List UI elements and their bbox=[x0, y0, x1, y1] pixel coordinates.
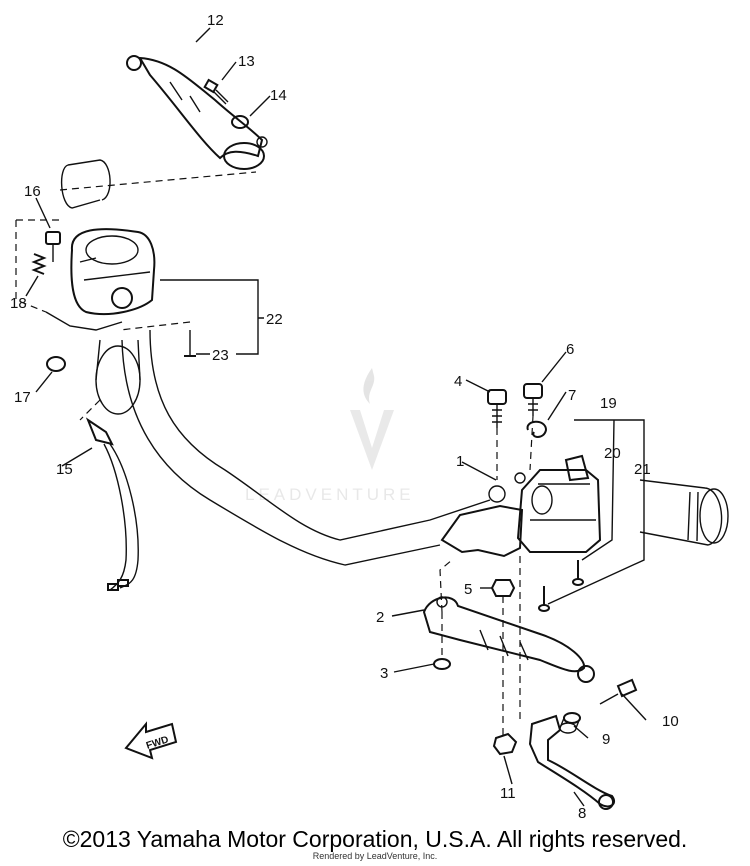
assembly-line-right bbox=[439, 415, 534, 740]
clutch-lever bbox=[126, 55, 268, 170]
nut-11 bbox=[492, 732, 518, 756]
brake-lever-2 bbox=[422, 596, 595, 683]
bolt-13 bbox=[203, 78, 229, 105]
copyright-notice: ©2013 Yamaha Motor Corporation, U.S.A. A… bbox=[62, 826, 688, 852]
callout-22: 22 bbox=[266, 311, 283, 328]
callout-5: 5 bbox=[464, 581, 472, 598]
callout-2: 2 bbox=[376, 609, 384, 626]
rendered-by-credit: Rendered by LeadVenture, Inc. bbox=[312, 851, 438, 861]
watermark-logo: LEADVENTURE bbox=[245, 368, 415, 504]
lever-holder-1 bbox=[440, 472, 526, 558]
nut-5 bbox=[490, 579, 516, 597]
lever-8 bbox=[528, 714, 616, 810]
bolt-4 bbox=[487, 389, 507, 428]
callout-13: 13 bbox=[238, 53, 255, 70]
callout-11: 11 bbox=[500, 785, 516, 802]
nut-14 bbox=[231, 115, 249, 129]
fwd-label: FWD bbox=[145, 734, 170, 752]
left-switch-assembly bbox=[45, 228, 156, 331]
callout-18: 18 bbox=[10, 295, 27, 312]
spacer-9 bbox=[559, 712, 581, 734]
washer-3 bbox=[433, 658, 451, 670]
callout-23: 23 bbox=[212, 347, 229, 364]
callout-7: 7 bbox=[568, 387, 576, 404]
screw-20 bbox=[572, 560, 584, 586]
callout-17: 17 bbox=[14, 389, 31, 406]
spring-18 bbox=[31, 253, 47, 275]
callout-19: 19 bbox=[600, 395, 617, 412]
bolt-10 bbox=[599, 678, 638, 705]
nut-17 bbox=[46, 356, 66, 372]
callout-1: 1 bbox=[456, 453, 464, 470]
callout-8: 8 bbox=[578, 805, 586, 822]
spring-7 bbox=[526, 420, 548, 438]
callout-9: 9 bbox=[602, 731, 610, 748]
callout-4: 4 bbox=[454, 373, 462, 390]
fwd-direction-arrow: FWD bbox=[124, 721, 178, 760]
callout-16: 16 bbox=[24, 183, 41, 200]
watermark-text: LEADVENTURE bbox=[245, 485, 415, 504]
callout-20: 20 bbox=[604, 445, 621, 462]
callout-3: 3 bbox=[380, 665, 388, 682]
callout-14: 14 bbox=[270, 87, 287, 104]
callout-12: 12 bbox=[207, 12, 224, 29]
callout-6: 6 bbox=[566, 341, 574, 358]
bolt-6 bbox=[523, 383, 543, 416]
screw-23 bbox=[184, 330, 196, 357]
callout-15: 15 bbox=[56, 461, 73, 478]
bolt-16 bbox=[45, 231, 61, 262]
clutch-switch-15 bbox=[85, 417, 139, 591]
assembly-line-left bbox=[15, 171, 257, 421]
callout-21: 21 bbox=[634, 461, 651, 478]
handlebar bbox=[61, 159, 729, 566]
right-switch-19 bbox=[516, 454, 602, 553]
screw-21 bbox=[538, 586, 550, 612]
callout-10: 10 bbox=[662, 713, 679, 730]
leader-lines bbox=[25, 27, 647, 807]
